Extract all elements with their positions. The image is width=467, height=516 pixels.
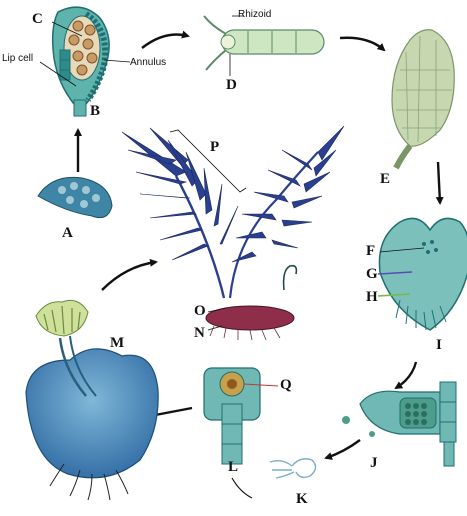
sperm-k (270, 459, 316, 478)
label-g: G (366, 267, 378, 282)
arrow-j-to-k (326, 440, 360, 458)
sporangium-b (40, 7, 130, 116)
arrow-b-to-d (142, 35, 188, 49)
arrow-m-to-p (102, 262, 156, 290)
mature-prothallus-i (378, 218, 467, 330)
label-p: P (210, 140, 219, 155)
connector-k-to-l (232, 478, 252, 498)
sorus-leaflet-a (38, 177, 112, 217)
label-l: L (228, 460, 238, 475)
arrow-d-to-e (340, 38, 384, 50)
young-prothallus-e (392, 30, 454, 168)
label-b: B (90, 104, 100, 119)
label-m: M (110, 336, 124, 351)
label-h: H (366, 290, 378, 305)
label-j: J (370, 456, 378, 471)
label-i: I (436, 338, 442, 353)
label-d: D (226, 78, 237, 93)
label-annulus: Annulus (130, 58, 166, 68)
label-q: Q (280, 378, 292, 393)
mature-fern-sporophyte (122, 126, 344, 340)
arrow-e-to-i (438, 162, 440, 203)
arrow-i-to-j (396, 362, 416, 388)
young-sporophyte-m (26, 300, 158, 500)
archegonium-l (204, 368, 278, 464)
label-o: O (194, 304, 206, 319)
label-n: N (194, 326, 205, 341)
archegonium-j (342, 382, 456, 466)
label-a: A (62, 226, 73, 241)
label-k: K (296, 492, 308, 507)
label-f: F (366, 244, 375, 259)
label-c: C (32, 12, 43, 27)
label-lip-cell: Lip cell (2, 54, 33, 64)
germinating-spore-d (204, 16, 324, 76)
label-rhizoid: Rhizoid (238, 10, 271, 20)
label-e: E (380, 172, 390, 187)
